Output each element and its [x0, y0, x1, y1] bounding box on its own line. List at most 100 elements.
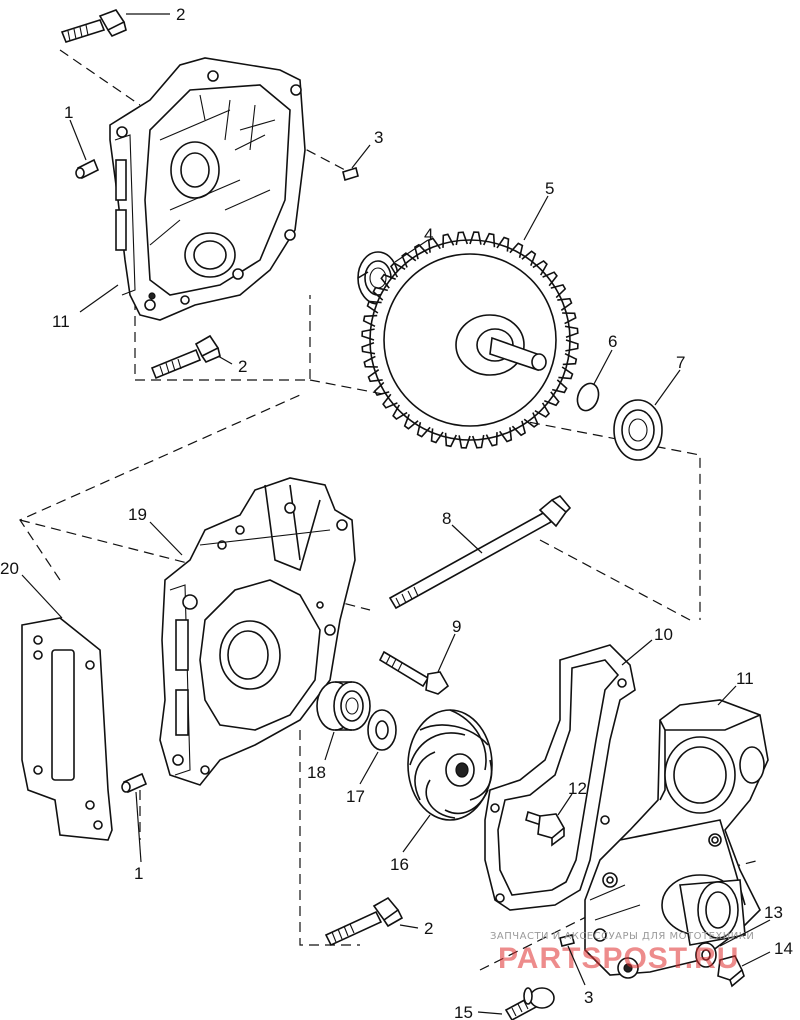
callout-9: 9	[452, 617, 461, 636]
gear-tooth	[361, 341, 376, 355]
gear-tooth	[544, 391, 560, 407]
gear-tooth	[416, 422, 431, 438]
gear-tooth	[372, 286, 388, 301]
gear-tooth	[367, 369, 383, 383]
watermark: ЗАПЧАСТИ И АКСЕССУАРЫ ДЛЯ МОТОТЕХНИКИ PA…	[490, 931, 754, 975]
gear-tooth	[532, 259, 548, 276]
gear-tooth	[363, 355, 378, 368]
callout-2-bottom: 2	[424, 919, 433, 938]
pump-cover-gasket	[484, 644, 636, 911]
snap-ring	[576, 382, 600, 412]
callout-16: 16	[390, 855, 409, 874]
callout-15: 15	[454, 1003, 473, 1020]
callout-5: 5	[545, 179, 554, 198]
gear-tooth	[521, 250, 537, 266]
watermark-logo: PARTSPOST.RU	[498, 942, 739, 975]
gear-tooth	[564, 325, 579, 339]
gear-tooth	[511, 420, 527, 437]
bearing-large	[613, 399, 663, 461]
gear-tooth	[403, 414, 419, 430]
bolt-top	[60, 9, 127, 43]
impeller	[407, 709, 493, 821]
bolt-bottom	[324, 896, 404, 947]
gear-tooth	[362, 314, 378, 328]
callout-1-bottom: 1	[134, 864, 143, 883]
gear-tooth	[496, 236, 510, 252]
gear-tooth	[523, 412, 539, 428]
gear-tooth	[442, 233, 455, 248]
main-housing	[159, 477, 356, 786]
gear-tooth	[562, 352, 578, 366]
gear-tooth	[366, 300, 382, 314]
long-bolt	[388, 495, 572, 610]
gear-teeth	[361, 231, 579, 449]
callout-11-right: 11	[736, 669, 754, 688]
callout-3-top: 3	[374, 128, 383, 147]
gear-tooth	[557, 297, 573, 311]
gear-tooth	[444, 432, 458, 448]
gear-tooth	[469, 231, 482, 245]
pump-cover	[584, 699, 769, 979]
gear-tooth	[361, 328, 375, 341]
hose-fitting	[504, 987, 555, 1020]
callout-3-bottom: 3	[584, 988, 593, 1007]
top-cover-housing	[109, 57, 306, 321]
dowel-pin-top	[75, 158, 100, 180]
seal-bearing	[316, 681, 371, 731]
dowel-pin-bottom	[121, 772, 148, 794]
callout-20: 20	[0, 559, 19, 578]
callout-11-left: 11	[52, 312, 70, 331]
gear-tooth	[380, 273, 396, 289]
gear-tooth	[562, 312, 577, 325]
washer	[367, 709, 397, 751]
gear-tooth	[455, 231, 469, 246]
gear-tooth	[389, 262, 406, 278]
callout-14: 14	[774, 939, 793, 958]
callout-6: 6	[608, 332, 617, 351]
watermark-caption: ЗАПЧАСТИ И АКСЕССУАРЫ ДЛЯ МОТОТЕХНИКИ	[490, 931, 754, 942]
pin-bottom	[559, 934, 575, 947]
gear-tooth	[542, 271, 558, 287]
gear-tooth	[382, 393, 398, 409]
leader-lines	[21, 13, 771, 1015]
gear-tooth	[482, 232, 496, 248]
gear-tooth	[373, 381, 390, 397]
gear-tooth	[471, 434, 485, 449]
callout-17: 17	[346, 787, 365, 806]
gear-tooth	[534, 402, 551, 418]
callout-19: 19	[128, 505, 147, 524]
gear-tooth	[430, 428, 444, 444]
callout-4: 4	[424, 225, 433, 244]
callout-10: 10	[654, 625, 673, 644]
callout-numbers: 2 1 3 11 4 5 2 6 7 19 8 20 9 10 11 12 18…	[0, 5, 793, 1020]
housing-gasket	[21, 617, 113, 841]
callout-2-top: 2	[176, 5, 185, 24]
callout-1-top: 1	[64, 103, 73, 122]
gear-tooth	[427, 237, 441, 253]
gear-tooth	[565, 339, 579, 352]
callout-8: 8	[442, 509, 451, 528]
small-bolt	[717, 955, 745, 988]
callout-2-mid: 2	[238, 357, 247, 376]
gear-tooth	[550, 283, 567, 299]
callout-7: 7	[676, 353, 685, 372]
bolt-middle	[150, 334, 221, 380]
bolt-impeller-side	[378, 650, 450, 695]
gear-tooth	[558, 366, 574, 380]
sealing-washer	[695, 942, 717, 968]
gear-tooth	[392, 404, 408, 421]
gear-tooth	[509, 242, 524, 258]
gear-tooth	[485, 432, 498, 447]
gear	[361, 231, 579, 449]
pin-top	[342, 166, 359, 182]
gear-tooth	[458, 435, 471, 449]
drain-bolt	[525, 810, 566, 847]
gear-tooth	[413, 243, 429, 260]
callout-18: 18	[307, 763, 326, 782]
gear-tooth	[499, 427, 513, 443]
callout-12: 12	[568, 779, 587, 798]
gear-tooth	[552, 379, 568, 394]
callout-13: 13	[764, 903, 783, 922]
